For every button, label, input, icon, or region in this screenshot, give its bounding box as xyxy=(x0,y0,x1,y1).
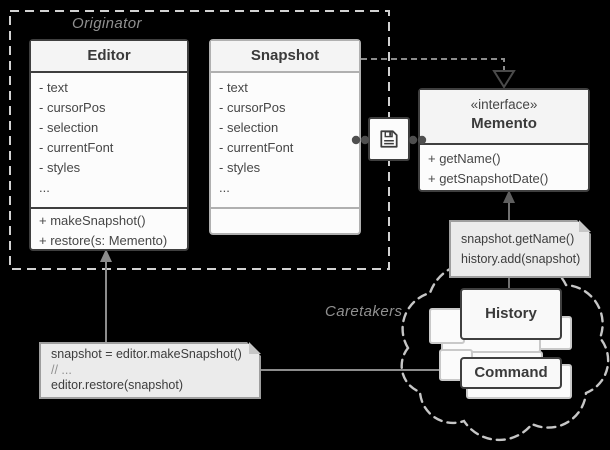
snapshot-implements-memento-dashed-line xyxy=(361,58,505,70)
editor-attribute: ... xyxy=(39,180,50,195)
editor-usage-note: snapshot = editor.makeSnapshot() // ... … xyxy=(39,342,261,399)
snapshot-class-box: Snapshot - text - cursorPos - selection … xyxy=(209,39,361,235)
memento-method: + getSnapshotDate() xyxy=(428,171,549,186)
caretakers-group-label: Caretakers xyxy=(325,303,403,320)
realization-hollow-triangle-icon xyxy=(492,70,516,89)
editor-class-box: Editor - text - cursorPos - selection - … xyxy=(29,39,189,251)
editor-class-title: Editor xyxy=(31,41,187,73)
memento-interface-header: «interface» Memento xyxy=(420,90,588,145)
history-stack-card xyxy=(429,308,465,344)
editor-attribute: - cursorPos xyxy=(39,100,106,115)
snapshot-attribute: - selection xyxy=(219,120,279,135)
memento-usage-note: snapshot.getName() history.add(snapshot) xyxy=(449,220,591,278)
ball-connector-icon xyxy=(408,135,418,145)
memento-method: + getName() xyxy=(428,151,501,166)
snapshot-attribute: - cursorPos xyxy=(219,100,286,115)
editor-attribute: - styles xyxy=(39,160,81,175)
snapshot-save-box xyxy=(368,117,410,161)
note-line: editor.restore(snapshot) xyxy=(51,378,184,392)
editor-attributes-section: - text - cursorPos - selection - current… xyxy=(31,73,187,207)
originator-group-label: Originator xyxy=(72,15,142,32)
snapshot-attribute: - styles xyxy=(219,160,261,175)
snapshot-attributes-section: - text - cursorPos - selection - current… xyxy=(211,73,359,207)
snapshot-class-title: Snapshot xyxy=(211,41,359,73)
note-line-comment: // ... xyxy=(51,362,72,377)
history-class-box: History xyxy=(460,288,562,340)
snapshot-methods-section-empty xyxy=(211,207,359,238)
note-line: snapshot = editor.makeSnapshot() xyxy=(51,347,242,361)
memento-interface-box: «interface» Memento + getName() + getSna… xyxy=(418,88,590,192)
note-fold-icon xyxy=(249,342,261,354)
editor-method: + makeSnapshot() xyxy=(39,213,146,228)
editor-attribute: - text xyxy=(39,80,68,95)
editor-method: + restore(s: Memento) xyxy=(39,233,168,248)
interface-stereotype: «interface» xyxy=(470,97,538,112)
note-line: snapshot.getName() xyxy=(461,232,575,246)
floppy-disk-icon xyxy=(380,130,398,148)
note-line: history.add(snapshot) xyxy=(461,252,581,266)
snapshot-attribute: - currentFont xyxy=(219,140,294,155)
snapshot-attribute: ... xyxy=(219,180,230,195)
note-fold-icon xyxy=(579,220,591,232)
command-class-box: Command xyxy=(460,357,562,389)
memento-interface-title: Memento xyxy=(471,115,537,132)
editor-attribute: - currentFont xyxy=(39,140,114,155)
snapshot-attribute: - text xyxy=(219,80,248,95)
editor-methods-section: + makeSnapshot() + restore(s: Memento) xyxy=(31,207,187,251)
memento-methods-section: + getName() + getSnapshotDate() xyxy=(420,145,588,189)
editor-attribute: - selection xyxy=(39,120,99,135)
